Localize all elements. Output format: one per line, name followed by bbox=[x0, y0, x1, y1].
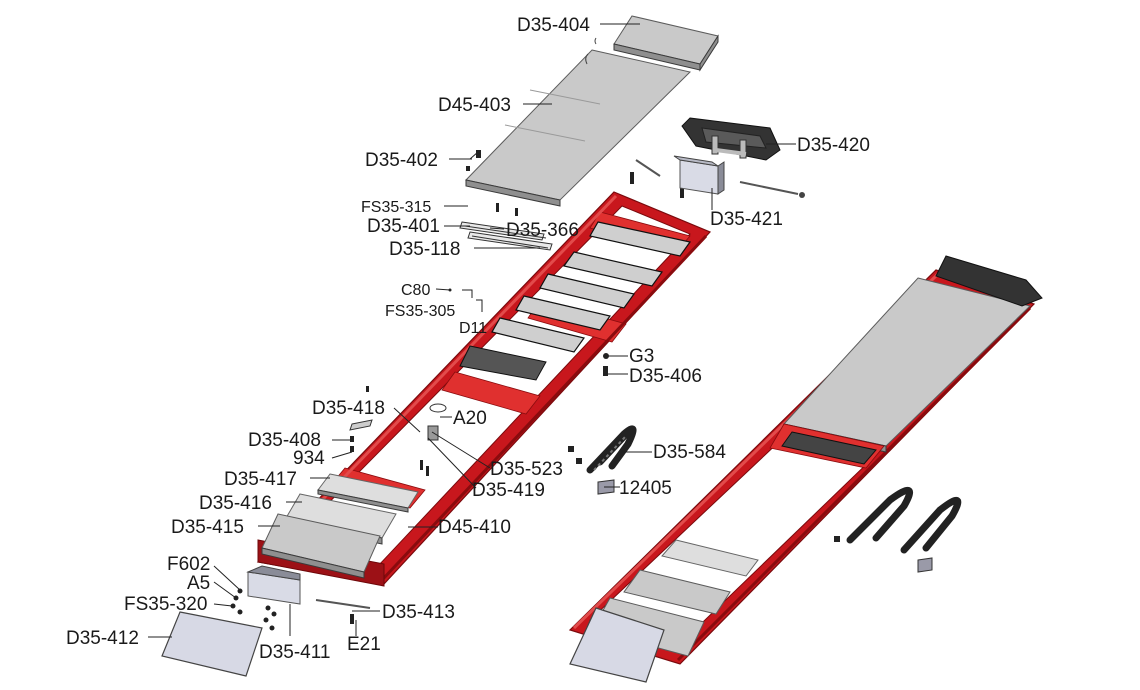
right-assembled-lift bbox=[568, 255, 1043, 683]
label-d35-412: D35-412 bbox=[66, 628, 139, 649]
part-d35-420-wheel-stop bbox=[681, 117, 781, 161]
label-fs35-315: FS35-315 bbox=[361, 199, 431, 216]
label-d35-413: D35-413 bbox=[382, 602, 455, 623]
label-d35-401: D35-401 bbox=[367, 216, 440, 237]
label-d35-421: D35-421 bbox=[710, 209, 783, 230]
leader-lines bbox=[148, 23, 796, 638]
small-hardware-top bbox=[466, 37, 805, 216]
part-labels: D35-404 D45-403 D35-420 D35-402 D35-421 … bbox=[66, 15, 870, 663]
label-d35-406: D35-406 bbox=[629, 366, 702, 387]
label-f602: F602 bbox=[167, 554, 210, 575]
label-fs35-305: FS35-305 bbox=[385, 303, 455, 320]
part-lift-carriages bbox=[459, 221, 692, 381]
label-d45-403: D45-403 bbox=[438, 95, 511, 116]
label-d35-419: D35-419 bbox=[472, 480, 545, 501]
label-d35-415: D35-415 bbox=[171, 517, 244, 538]
label-d45-410: D45-410 bbox=[438, 517, 511, 538]
label-d35-411: D35-411 bbox=[259, 642, 330, 663]
label-d35-402: D35-402 bbox=[365, 150, 438, 171]
label-fs35-320: FS35-320 bbox=[124, 594, 207, 615]
part-d35-401-rails bbox=[459, 221, 553, 251]
label-d35-118: D35-118 bbox=[389, 239, 460, 260]
label-d35-366: D35-366 bbox=[506, 220, 579, 241]
label-a5: A5 bbox=[187, 573, 210, 594]
label-d35-416: D35-416 bbox=[199, 493, 272, 514]
part-d35-411-end-bracket bbox=[230, 565, 371, 631]
part-d45-403-ramp-plate bbox=[465, 49, 692, 207]
label-d35-523: D35-523 bbox=[490, 459, 563, 480]
label-d35-420: D35-420 bbox=[797, 135, 870, 156]
label-d35-417: D35-417 bbox=[224, 469, 297, 490]
label-a20: A20 bbox=[453, 408, 487, 429]
label-c80: C80 bbox=[401, 282, 430, 299]
part-d35-417-slide-plate bbox=[317, 473, 419, 513]
label-d11: D11 bbox=[459, 320, 487, 337]
label-d35-408: D35-408 bbox=[248, 430, 321, 451]
part-d35-421-bracket bbox=[673, 155, 725, 195]
label-d35-404: D35-404 bbox=[517, 15, 590, 36]
label-12405: 12405 bbox=[619, 478, 672, 499]
part-d35-415-slide-plate bbox=[261, 513, 381, 579]
part-d35-412-approach-ramp bbox=[161, 611, 263, 677]
part-d35-404-cover bbox=[613, 15, 719, 72]
label-934: 934 bbox=[293, 448, 325, 469]
label-d35-584: D35-584 bbox=[653, 442, 726, 463]
label-g3: G3 bbox=[629, 346, 654, 367]
label-e21: E21 bbox=[347, 634, 381, 655]
label-d35-418: D35-418 bbox=[312, 398, 385, 419]
